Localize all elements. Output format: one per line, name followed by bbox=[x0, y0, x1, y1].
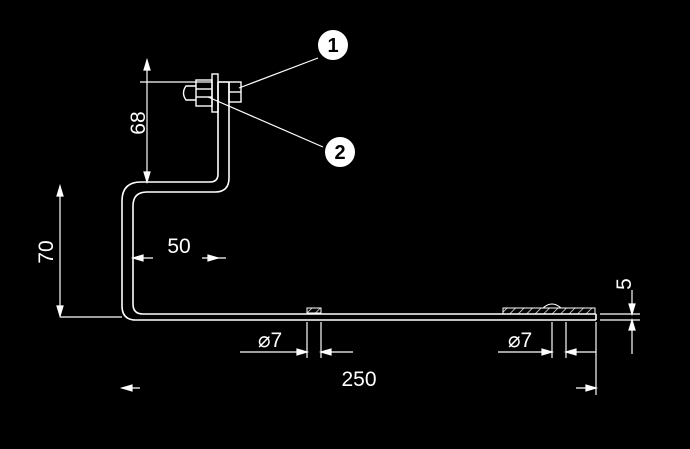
hole-sections bbox=[306, 303, 596, 315]
dim-5: 5 bbox=[613, 278, 636, 290]
dim-hole-left: ⌀7 bbox=[258, 329, 282, 352]
balloon-1-label: 1 bbox=[327, 35, 338, 57]
bracket-profile bbox=[121, 81, 597, 321]
balloon-1: 1 bbox=[316, 28, 350, 62]
bolt-assembly bbox=[182, 73, 242, 113]
bolt-head bbox=[182, 85, 196, 101]
balloon-2-label: 2 bbox=[334, 142, 345, 164]
balloon-leaders bbox=[207, 57, 324, 148]
balloon-2: 2 bbox=[323, 135, 357, 169]
hole-right-section bbox=[502, 307, 596, 315]
dimension-lines bbox=[56, 57, 640, 395]
washer bbox=[211, 73, 219, 113]
dim-70: 70 bbox=[35, 240, 58, 263]
dim-68: 68 bbox=[127, 111, 150, 134]
hole-right-arc bbox=[542, 303, 562, 309]
dim-250: 250 bbox=[341, 368, 376, 391]
nut bbox=[195, 79, 213, 107]
hole-left-section bbox=[306, 307, 322, 314]
dim-50: 50 bbox=[167, 235, 190, 258]
dim-hole-right: ⌀7 bbox=[508, 329, 532, 352]
